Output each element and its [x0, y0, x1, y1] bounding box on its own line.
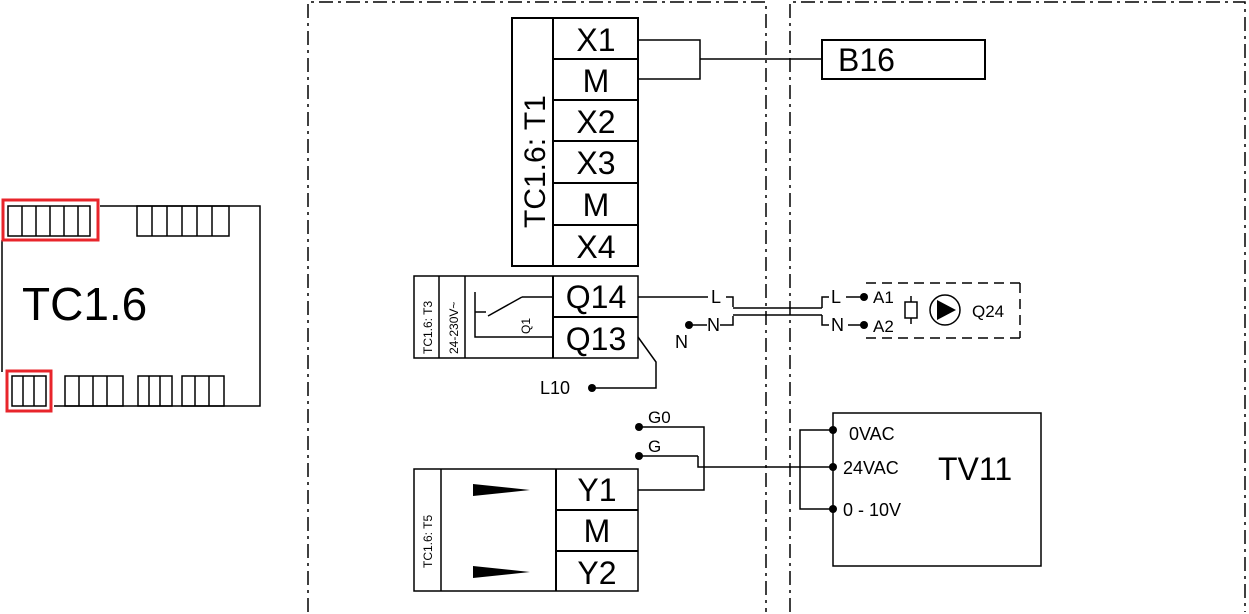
t1-terminal-x2: X2	[576, 104, 615, 140]
wire-q13-l10: L10	[540, 336, 657, 398]
l-label-right: L	[831, 287, 841, 307]
highlight-top-connector	[1, 198, 100, 242]
wire-t1-b16	[638, 39, 822, 80]
t1-terminal-x4: X4	[576, 229, 615, 265]
t5-label: TC1.6: T5	[421, 515, 435, 568]
connector-bottom-3	[137, 375, 173, 407]
t5-terminal-m: M	[584, 513, 611, 549]
pump-q24: A1 A2 Q24	[866, 282, 1021, 339]
terminal-block-t1: TC1.6: T1 X1 M X2 X3 M X4	[511, 17, 639, 267]
connector-bottom-left	[11, 375, 47, 407]
input-0-10v: 0 - 10V	[843, 500, 901, 520]
input-24vac: 24VAC	[843, 458, 899, 478]
connector-bottom-4	[181, 375, 225, 407]
terminal-block-t3: TC1.6: T3 24-230V~ Q1 Q14 Q13	[413, 275, 639, 359]
t3-voltage: 24-230V~	[447, 302, 461, 354]
arrow-y1-icon	[473, 484, 530, 496]
connector-top-right	[136, 205, 230, 237]
terminal-block-t5: TC1.6: T5 Y1 M Y2	[413, 468, 639, 592]
highlight-bottom-connector	[5, 369, 53, 413]
input-0vac: 0VAC	[849, 424, 895, 444]
boundary-box-left	[307, 1, 767, 612]
relay-coil-icon	[904, 301, 918, 319]
wire-q14-q24: L N N L N	[638, 287, 868, 352]
l-label-left: L	[711, 287, 721, 307]
supply-g0-g: G0 G	[635, 408, 830, 491]
t3-terminal-q14: Q14	[566, 279, 626, 315]
t5-terminal-y1: Y1	[577, 472, 616, 508]
pump-icon	[929, 294, 961, 326]
t3-label: TC1.6: T3	[421, 301, 435, 354]
connector-top-left	[7, 205, 91, 237]
a2-label: A2	[873, 317, 894, 336]
g0-label: G0	[648, 408, 671, 427]
t1-terminal-m: M	[583, 63, 610, 99]
arrow-y2-icon	[473, 566, 530, 578]
controller-block: TC1.6	[1, 198, 261, 413]
q24-label: Q24	[972, 302, 1004, 321]
sensor-b16: B16	[821, 39, 986, 80]
t1-terminal-m2: M	[583, 187, 610, 223]
relay-label: Q1	[519, 318, 533, 334]
g-label: G	[648, 437, 661, 456]
t1-terminal-x1: X1	[576, 22, 615, 58]
connector-bottom-2	[64, 375, 124, 407]
l10-label: L10	[540, 378, 570, 398]
boundary-box-right	[789, 1, 1246, 612]
b16-label: B16	[838, 42, 895, 78]
t3-terminal-q13: Q13	[566, 321, 626, 357]
n-label-left: N	[707, 315, 720, 335]
n-label-bottom: N	[675, 332, 688, 352]
a1-label: A1	[873, 288, 894, 307]
n-label-right: N	[831, 315, 844, 335]
t5-terminal-y2: Y2	[577, 555, 616, 591]
t1-terminal-x3: X3	[576, 145, 615, 181]
controller-label: TC1.6	[22, 278, 147, 330]
actuator-tv11: 0VAC 24VAC 0 - 10V TV11	[799, 412, 1042, 567]
t1-label: TC1.6: T1	[519, 95, 552, 228]
tv11-label: TV11	[938, 451, 1012, 487]
